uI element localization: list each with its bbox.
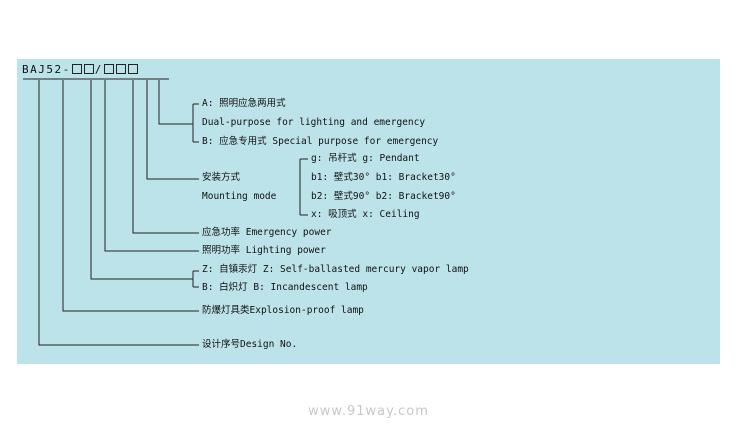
label-mount-x: x: 吸顶式 x: Ceiling	[311, 209, 420, 220]
connector-explosion-proof	[62, 80, 199, 312]
watermark-text: www.91way.com	[308, 404, 429, 419]
connector-mounting-mode	[146, 80, 199, 180]
connector-lighting-power	[104, 80, 199, 252]
label-lamp-z: Z: 自镇汞灯 Z: Self-ballasted mercury vapor …	[202, 264, 469, 275]
connector-design-no	[38, 80, 199, 346]
diagram-panel: BAJ52-/ A: 照明应急两用式 Dual-purpose for ligh…	[17, 59, 720, 364]
code-box-2	[83, 64, 94, 74]
code-box-1	[71, 64, 82, 74]
label-mount-cn: 安装方式	[202, 172, 241, 183]
label-light-a: A: 照明应急两用式	[202, 98, 286, 109]
label-mount-g: g: 吊杆式 g: Pendant	[311, 153, 420, 164]
label-lamp-b: B: 白炽灯 B: Incandescent lamp	[202, 282, 368, 293]
code-box-4	[115, 64, 126, 74]
label-lighting-power: 照明功率 Lighting power	[202, 245, 326, 256]
connector-purpose	[158, 80, 193, 125]
label-mount-b2: b2: 壁式90° b2: Bracket90°	[311, 191, 456, 202]
label-emergency-power: 应急功率 Emergency power	[202, 227, 332, 238]
label-light-a-en: Dual-purpose for lighting and emergency	[202, 117, 426, 128]
model-code: BAJ52-/	[22, 64, 139, 76]
label-mount-en: Mounting mode	[202, 191, 277, 202]
label-mount-b1: b1: 壁式30° b1: Bracket30°	[311, 172, 456, 183]
label-explosion-proof: 防爆灯具类Explosion-proof lamp	[202, 305, 364, 316]
connector-lines	[23, 78, 308, 346]
label-light-b: B: 应急专用式 Special purpose for emergency	[202, 136, 439, 147]
code-box-5	[127, 64, 138, 74]
label-design-no: 设计序号Design No.	[202, 339, 298, 350]
connector-emergency-power	[132, 80, 199, 234]
connector-lamp-type	[90, 80, 193, 280]
code-box-3	[103, 64, 114, 74]
